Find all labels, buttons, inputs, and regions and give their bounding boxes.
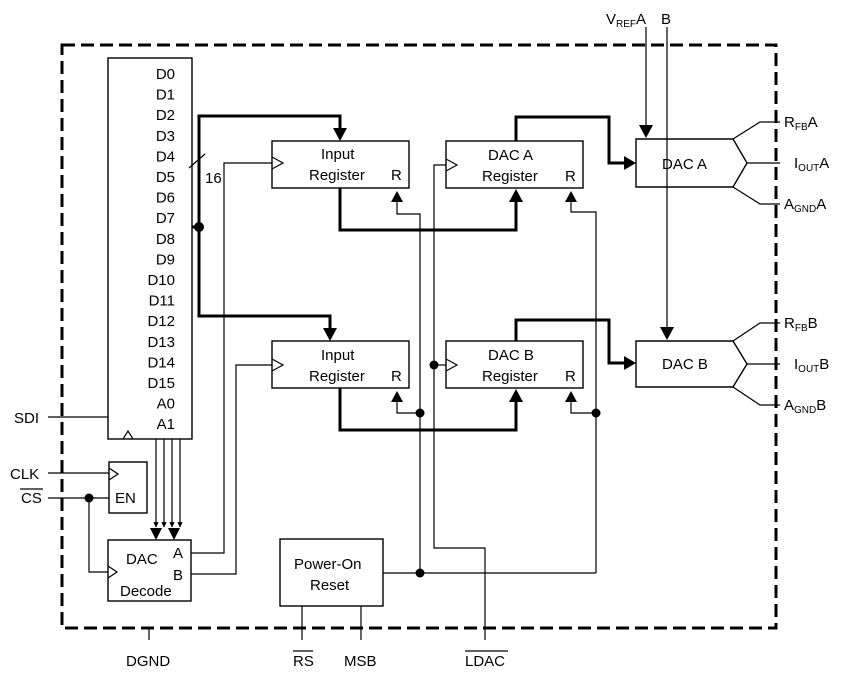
svg-text:Register: Register (309, 167, 365, 184)
svg-text:EN: EN (115, 490, 136, 507)
pin-agnd-a: AGNDA (784, 196, 826, 215)
svg-text:R: R (565, 368, 576, 385)
shift-register-bit: D13 (147, 334, 175, 351)
pin-vref-a: VREFA (606, 11, 646, 30)
svg-text:DAC: DAC (126, 551, 158, 568)
svg-text:Power-On: Power-On (294, 556, 362, 573)
shift-register-bit: A0 (157, 396, 175, 413)
svg-text:IOUTA: IOUTA (794, 155, 829, 174)
svg-text:Register: Register (482, 368, 538, 385)
svg-text:AGNDA: AGNDA (784, 196, 826, 215)
svg-text:R: R (391, 167, 402, 184)
shift-register-bit: D5 (156, 169, 175, 186)
shift-register-bit: D10 (147, 272, 175, 289)
svg-text:RFBB: RFBB (784, 315, 818, 334)
svg-text:Reset: Reset (310, 577, 350, 594)
shift-register-bit: D3 (156, 128, 175, 145)
svg-text:Input: Input (321, 146, 355, 163)
shift-register-bit: D12 (147, 313, 175, 330)
pin-rfb-a: RFBA (784, 114, 818, 133)
dac-a-register: DAC A Register R (445, 140, 584, 189)
svg-text:DAC B: DAC B (488, 347, 534, 364)
svg-text:A: A (173, 545, 183, 562)
svg-text:R: R (391, 368, 402, 385)
dac-decode: DAC Decode A B (107, 539, 192, 602)
shift-register-bit: D1 (156, 87, 175, 104)
shift-register-bit: D2 (156, 107, 175, 124)
pin-ldac: LDAC (465, 653, 505, 670)
shift-register-bit: D9 (156, 251, 175, 268)
pin-rs: RS (293, 653, 314, 670)
pin-iout-b: IOUTB (794, 356, 829, 375)
svg-text:IOUTB: IOUTB (794, 356, 829, 375)
pin-iout-a: IOUTA (794, 155, 829, 174)
shift-register-bit: A1 (157, 416, 175, 433)
shift-register-bit: D0 (156, 66, 175, 83)
pin-msb: MSB (344, 653, 377, 670)
power-on-reset: Power-On Reset (279, 538, 384, 607)
svg-text:RFBA: RFBA (784, 114, 818, 133)
dac-b-register: DAC B Register R (445, 340, 584, 389)
input-register-a: Input Register R (271, 140, 410, 189)
svg-text:Decode: Decode (120, 583, 172, 600)
svg-text:Input: Input (321, 347, 355, 364)
svg-text:DAC B: DAC B (662, 356, 708, 373)
dac-b: DAC B (635, 340, 748, 388)
shift-register-bit: D8 (156, 231, 175, 248)
pin-vref-b: B (661, 11, 671, 28)
chip-boundary (60, 43, 778, 630)
shift-register-bit: D15 (147, 375, 175, 392)
svg-text:Register: Register (482, 168, 538, 185)
bus-width-label: 16 (205, 170, 222, 187)
pin-cs: CS (21, 490, 42, 507)
shift-register-bit: D6 (156, 190, 175, 207)
enable-block: EN (108, 461, 148, 514)
shift-register: D0D1D2D3D4D5D6D7D8D9D10D11D12D13D14D15A0… (107, 57, 193, 440)
shift-register-bits: D0D1D2D3D4D5D6D7D8D9D10D11D12D13D14D15A0… (147, 66, 175, 433)
svg-text:B: B (173, 567, 183, 584)
svg-text:AGNDB: AGNDB (784, 397, 826, 416)
dac-a: DAC A (635, 138, 748, 188)
pin-rfb-b: RFBB (784, 315, 818, 334)
shift-register-bit: D4 (156, 148, 175, 165)
svg-text:R: R (565, 168, 576, 185)
svg-text:DAC A: DAC A (662, 156, 707, 173)
svg-text:VREFA: VREFA (606, 11, 646, 30)
input-register-b: Input Register R (271, 340, 410, 389)
pin-clk: CLK (10, 466, 39, 483)
shift-register-bit: D14 (147, 354, 175, 371)
shift-register-bit: D7 (156, 210, 175, 227)
shift-register-bit: D11 (149, 293, 175, 310)
pin-sdi: SDI (14, 410, 39, 427)
svg-text:DAC A: DAC A (488, 147, 533, 164)
svg-text:Register: Register (309, 368, 365, 385)
pin-agnd-b: AGNDB (784, 397, 826, 416)
pin-dgnd: DGND (126, 653, 170, 670)
